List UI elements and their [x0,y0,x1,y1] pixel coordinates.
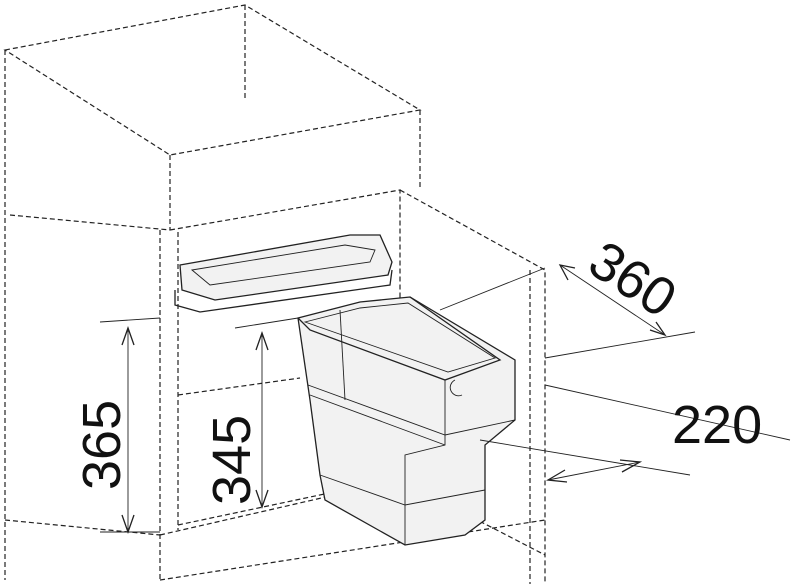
bin-height-label: 345 [202,415,262,505]
cabinet-height-label: 365 [72,400,132,490]
waste-bin [297,296,516,546]
lid-holder [174,234,393,313]
depth-label: 360 [578,230,686,329]
width-label: 220 [672,395,762,455]
dimension-lines [99,264,791,534]
